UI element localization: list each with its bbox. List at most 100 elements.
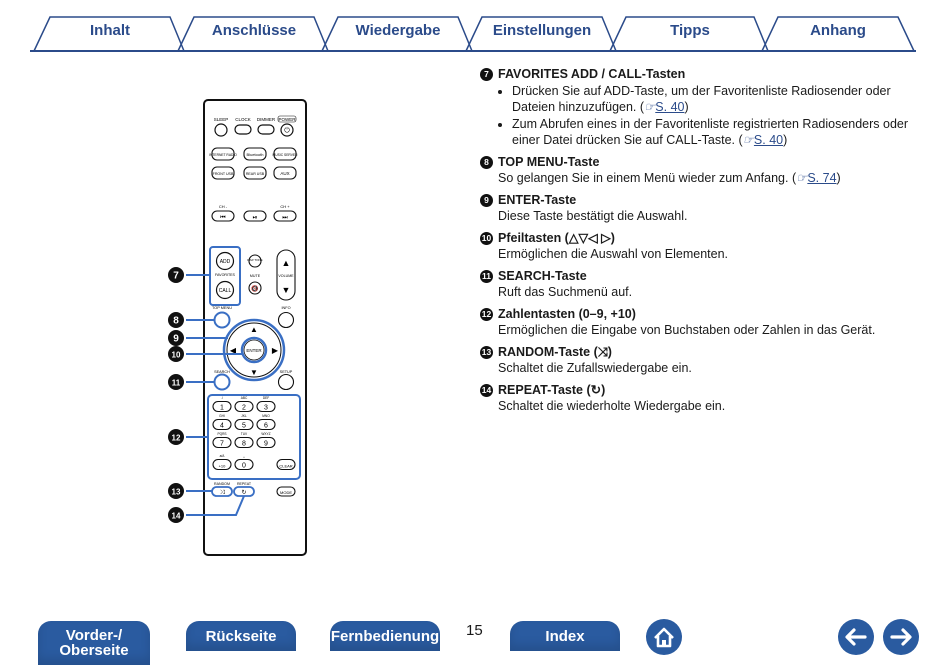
key-0-button[interactable] <box>234 458 254 471</box>
page-number: 15 <box>466 622 483 639</box>
tab-einstellungen[interactable]: Einstellungen <box>492 22 592 39</box>
tab-wiedergabe[interactable]: Wiedergabe <box>355 22 441 39</box>
dpad-ring[interactable] <box>222 318 286 382</box>
section-desc: Ermöglichen die Eingabe von Buchstaben o… <box>498 323 876 337</box>
call-button[interactable] <box>215 280 235 300</box>
add-button[interactable] <box>215 251 235 271</box>
key-8-button[interactable] <box>234 436 254 449</box>
key-9-button[interactable] <box>256 436 276 449</box>
label-repeat: REPEAT <box>237 482 252 486</box>
previous-icon: ⏮ <box>220 215 226 221</box>
key-label: CLEAR <box>279 464 292 469</box>
key-7-button[interactable] <box>212 436 232 449</box>
setup-button[interactable] <box>277 373 295 391</box>
top-menu-button[interactable] <box>213 311 231 329</box>
aux-button[interactable] <box>273 166 297 180</box>
key-clear-button[interactable] <box>276 458 296 471</box>
callout-label: 8 <box>173 316 179 327</box>
label-dim-tone: DIM/ TONE <box>247 258 262 262</box>
play-pause-button[interactable] <box>243 210 267 222</box>
music-server-button[interactable] <box>273 147 297 161</box>
remote-drawing: SLEEP CLOCK DIMMER POWER ⏻ INTERNET RADI… <box>168 99 307 556</box>
enter-button[interactable] <box>240 336 268 364</box>
callout-9 <box>168 330 184 346</box>
tab-anhang[interactable]: Anhang <box>810 22 866 39</box>
search-button[interactable] <box>213 373 231 391</box>
internet-radio-button[interactable] <box>211 147 235 161</box>
label-favorites: FAVORITES <box>215 273 236 277</box>
page-link[interactable]: S. 40 <box>655 100 685 114</box>
mode-button[interactable] <box>276 486 296 497</box>
rear-usb-button[interactable] <box>243 166 267 180</box>
power-icon: ⏻ <box>284 127 290 135</box>
key-label: 4 <box>220 423 224 430</box>
number-badge: 10 <box>480 231 493 245</box>
label-bluetooth: Bluetooth <box>247 152 264 157</box>
bluetooth-button[interactable] <box>243 147 267 161</box>
callout-label: 13 <box>172 488 181 497</box>
section-title: TOP MENU-Taste <box>498 155 600 169</box>
key-3-button[interactable] <box>256 400 276 413</box>
callout-12 <box>168 429 184 445</box>
callout-label: 12 <box>172 434 181 443</box>
page-link[interactable]: S. 40 <box>753 133 784 147</box>
label-add: ADD <box>220 259 231 265</box>
number-keypad: ./1ABC2DEF3GHI4JKL5MNO6PQRS7TUV8WXYZ9a/A… <box>212 396 296 471</box>
key-4-button[interactable] <box>212 418 232 431</box>
shuffle-icon: ⤨ <box>220 489 225 496</box>
key-1-button[interactable] <box>212 400 232 413</box>
section-title: SEARCH-Taste <box>498 269 587 283</box>
label-aux: AUX <box>280 171 289 176</box>
callout-label: 9 <box>173 334 179 345</box>
clock-button[interactable] <box>234 124 252 135</box>
sleep-button[interactable] <box>214 123 228 137</box>
info-button[interactable] <box>277 311 295 329</box>
callout-label: 11 <box>172 379 181 388</box>
previous-button[interactable] <box>211 210 235 222</box>
dimmer-button[interactable] <box>257 124 275 135</box>
play-pause-icon: ⏯ <box>253 215 258 221</box>
mute-button[interactable] <box>248 281 262 295</box>
volume-rocker[interactable] <box>276 249 296 301</box>
dim-tone-button[interactable] <box>248 254 262 268</box>
reference-icon: ☞ <box>796 171 808 185</box>
vorder-oberseite-button[interactable]: Vorder-/ Oberseite <box>38 621 150 665</box>
page-link[interactable]: S. 74 <box>807 171 837 185</box>
next-button[interactable] <box>273 210 297 222</box>
fernbedienung-button[interactable]: Fernbedienung <box>330 621 440 651</box>
key-sublabel: DEF <box>263 396 269 400</box>
right-arrow-icon: ▶ <box>272 346 279 355</box>
forward-button[interactable] <box>883 619 919 655</box>
tab-tipps[interactable]: Tipps <box>670 22 710 39</box>
rueckseite-button[interactable]: Rückseite <box>186 621 296 651</box>
tab-anschluesse[interactable]: Anschlüsse <box>211 22 297 39</box>
key-label: 3 <box>264 405 268 412</box>
index-button[interactable]: Index <box>510 621 620 651</box>
section-title: Zahlentasten (0–9, +10) <box>498 307 636 321</box>
home-button[interactable] <box>646 619 682 655</box>
number-badge: 8 <box>480 155 493 169</box>
key-2-button[interactable] <box>234 400 254 413</box>
label-top-menu: TOP MENU <box>212 306 232 310</box>
number-badge: 11 <box>480 269 493 283</box>
list-item: Drücken Sie auf ADD-Taste, um der Favori… <box>512 83 920 115</box>
key-plus10-button[interactable] <box>212 458 232 471</box>
front-usb-button[interactable] <box>211 166 235 180</box>
key-5-button[interactable] <box>234 418 254 431</box>
tab-inhalt[interactable]: Inhalt <box>90 22 130 39</box>
section-title: Pfeiltasten (△▽◁ ▷) <box>498 231 615 245</box>
label-call: CALL <box>219 288 232 294</box>
back-button[interactable] <box>838 619 874 655</box>
label-power: POWER <box>278 117 296 122</box>
key-6-button[interactable] <box>256 418 276 431</box>
callout-label: 10 <box>172 351 181 360</box>
label-rear-usb: REAR USB <box>246 172 265 176</box>
label-volume: VOLUME <box>278 274 294 278</box>
label-info: INFO <box>281 306 290 310</box>
key-label: 8 <box>242 441 246 448</box>
power-button[interactable] <box>280 123 294 137</box>
